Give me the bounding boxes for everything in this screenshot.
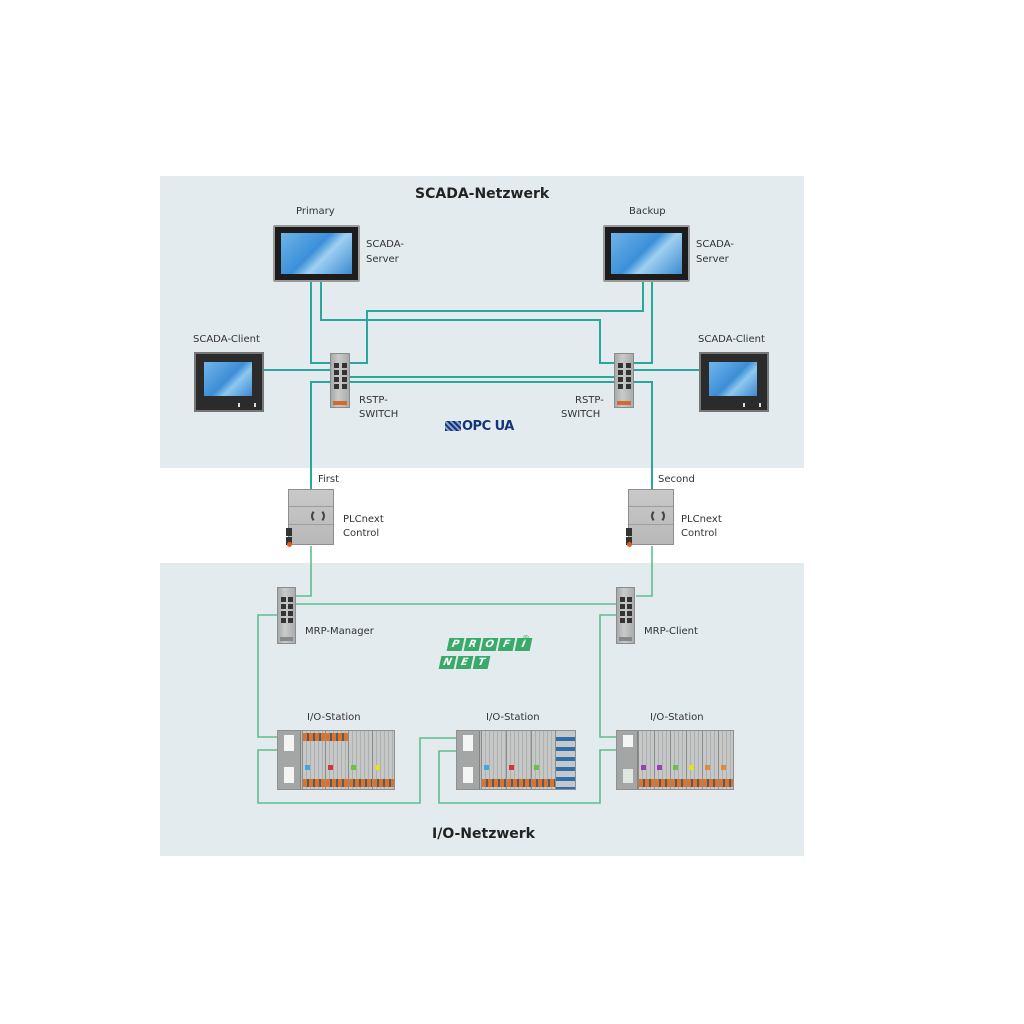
- logo-letter: F: [497, 638, 516, 651]
- backup-server-label-1: SCADA-: [696, 239, 734, 250]
- second-label: Second: [658, 474, 695, 485]
- wire-station2-loop: [438, 749, 616, 804]
- io-station-3-label: I/O-Station: [650, 712, 704, 723]
- wire-plc2-to-mrp-client: [636, 546, 653, 597]
- left-switch-label-2: SWITCH: [359, 409, 399, 420]
- panel-buttons: [743, 403, 761, 407]
- wire-mrp-manager-to-station1: [257, 614, 278, 738]
- wire-backup-to-right-switch: [634, 281, 653, 364]
- logo-letter: E: [455, 656, 474, 669]
- opc-ua-logo-swoosh: [445, 421, 461, 431]
- logo-letter: O: [480, 638, 499, 651]
- left-client-label: SCADA-Client: [193, 334, 260, 345]
- monitor-screen: [611, 233, 682, 274]
- logo-letter: R: [463, 638, 482, 651]
- io-network-zone: [160, 563, 804, 856]
- wire-station1-loop: [257, 737, 456, 804]
- wire-plc1-to-mrp-manager: [295, 546, 312, 597]
- primary-scada-server[interactable]: [273, 225, 360, 282]
- panel-buttons: [238, 403, 256, 407]
- opc-ua-logo: OPC UA: [445, 419, 514, 434]
- first-plc-label-2: Control: [343, 528, 380, 539]
- right-rstp-switch[interactable]: [614, 353, 634, 408]
- wire-left-switch-to-plc: [310, 381, 330, 490]
- first-plc-label-1: PLCnext: [343, 514, 384, 525]
- second-plc-label-2: Control: [681, 528, 718, 539]
- wire-mrp-client-to-station3: [599, 614, 616, 738]
- io-station-2[interactable]: [456, 730, 576, 790]
- left-scada-client[interactable]: [194, 352, 264, 412]
- wire-backup-to-left-switch: [350, 281, 644, 364]
- backup-server-label-2: Server: [696, 254, 729, 265]
- registered-mark: ®: [522, 634, 530, 643]
- logo-letter: T: [472, 656, 491, 669]
- opc-ua-logo-text: OPC UA: [462, 419, 514, 434]
- io-station-1-label: I/O-Station: [307, 712, 361, 723]
- right-switch-label-2: SWITCH: [561, 409, 601, 420]
- second-plcnext-controller[interactable]: [626, 489, 674, 547]
- first-label: First: [318, 474, 340, 485]
- left-switch-label-1: RSTP-: [359, 395, 388, 406]
- backup-scada-server[interactable]: [603, 225, 690, 282]
- panel-screen: [204, 362, 252, 396]
- primary-server-label-2: Server: [366, 254, 399, 265]
- panel-screen: [709, 362, 757, 396]
- logo-letter: N: [438, 656, 457, 669]
- io-station-3[interactable]: [616, 730, 734, 790]
- primary-server-label-1: SCADA-: [366, 239, 404, 250]
- io-network-title: I/O-Netzwerk: [432, 826, 535, 842]
- io-station-2-label: I/O-Station: [486, 712, 540, 723]
- mrp-manager-switch[interactable]: [277, 587, 296, 644]
- wire-right-switch-to-plc: [634, 381, 653, 490]
- scada-ring-wires: [264, 281, 700, 490]
- right-client-label: SCADA-Client: [698, 334, 765, 345]
- wire-primary-to-right-switch: [320, 281, 614, 364]
- right-scada-client[interactable]: [699, 352, 769, 412]
- mrp-client-label: MRP-Client: [644, 626, 698, 637]
- primary-label: Primary: [296, 206, 335, 217]
- logo-letter: P: [446, 638, 465, 651]
- mrp-client-switch[interactable]: [616, 587, 635, 644]
- wire-primary-to-left-switch: [310, 281, 330, 364]
- second-plc-label-1: PLCnext: [681, 514, 722, 525]
- scada-network-title: SCADA-Netzwerk: [415, 186, 550, 202]
- scada-network-zone: [160, 176, 804, 468]
- io-station-1[interactable]: [277, 730, 395, 790]
- left-rstp-switch[interactable]: [330, 353, 350, 408]
- mrp-manager-label: MRP-Manager: [305, 626, 374, 637]
- monitor-screen: [281, 233, 352, 274]
- first-plcnext-controller[interactable]: [286, 489, 334, 547]
- backup-label: Backup: [629, 206, 666, 217]
- io-ring-wires: [257, 546, 653, 804]
- right-switch-label-1: RSTP-: [575, 395, 604, 406]
